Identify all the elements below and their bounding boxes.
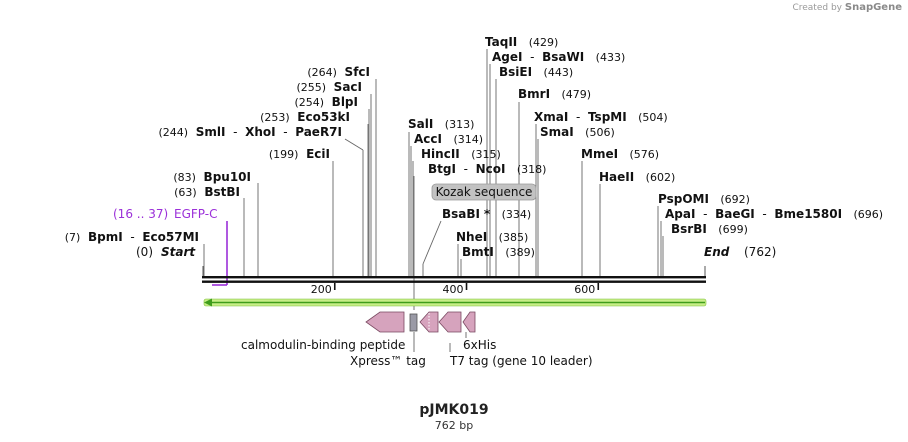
credit-text: Created by	[792, 3, 842, 13]
feature-label: Xpress™ tag	[350, 354, 426, 368]
plasmid-name: pJMK019	[419, 402, 489, 418]
kozak-text: Kozak sequence	[436, 185, 533, 199]
site-label: (199) EciI	[269, 147, 330, 161]
egfp-c-label: EGFP-C	[174, 207, 217, 221]
site-label: TaqII (429)	[485, 35, 558, 49]
site-label: (254) BlpI	[294, 95, 358, 109]
axis-tick-label: 600	[574, 283, 595, 296]
6xhis-arrow-b	[462, 311, 476, 333]
site-label: BsiEI (443)	[499, 65, 573, 79]
site-label: BsrBI (699)	[671, 222, 748, 236]
site-label: NheI (385)	[456, 230, 528, 244]
feature-arrows	[365, 311, 476, 333]
site-label: (255) SacI	[296, 80, 362, 94]
start-position: (0)	[136, 245, 153, 259]
leader-line	[422, 220, 442, 265]
feature-label: T7 tag (gene 10 leader)	[449, 354, 593, 368]
site-label: (253) Eco53kI	[260, 110, 350, 124]
site-label: HincII (315)	[421, 147, 501, 161]
axis-tick-label: 400	[443, 283, 464, 296]
site-label: MmeI (576)	[581, 147, 659, 161]
site-label: BmtI (389)	[462, 245, 535, 259]
feature-label: 6xHis	[463, 338, 496, 352]
leader-line	[344, 138, 364, 151]
site-label: SmaI (506)	[540, 125, 615, 139]
site-label: BtgI - NcoI (318)	[428, 162, 546, 176]
end-position: (762)	[744, 245, 776, 259]
egfp-c-range: (16 .. 37)	[113, 207, 168, 221]
site-label: AccI (314)	[414, 132, 483, 146]
site-label: (83) Bpu10I	[173, 170, 251, 184]
credit: Created by SnapGene	[792, 2, 902, 13]
site-label: (244) SmlI - XhoI - PaeR7I	[159, 125, 343, 139]
site-label: ApaI - BaeGI - Bme1580I (696)	[665, 207, 883, 221]
calmodulin-binding-peptide-arrow	[365, 311, 405, 333]
site-label: XmaI - TspMI (504)	[534, 110, 668, 124]
site-label: (63) BstBI	[174, 185, 240, 199]
6xhis-arrow-a	[438, 311, 462, 333]
orf-arrow	[203, 298, 707, 307]
dna-backbone	[202, 276, 706, 283]
site-label: HaeII (602)	[599, 170, 675, 184]
start-label: Start	[161, 245, 196, 259]
xpress-tag-box	[409, 313, 418, 332]
site-label: SalI (313)	[408, 117, 474, 131]
site-label: PspOMI (692)	[658, 192, 750, 206]
plasmid-size: 762 bp	[434, 419, 474, 432]
feature-label: calmodulin-binding peptide	[241, 338, 405, 352]
kozak-sequence-label: Kozak sequence	[431, 183, 537, 201]
site-label: (264) SfcI	[307, 65, 370, 79]
axis-tick-label: 200	[311, 283, 332, 296]
end-label: End	[704, 245, 730, 259]
snapgene-logo: SnapGene	[844, 2, 902, 13]
site-label: AgeI - BsaWI (433)	[492, 50, 625, 64]
egfp-c-feature	[212, 221, 228, 286]
site-label: BsaBI * (334)	[442, 207, 531, 221]
site-label: BmrI (479)	[518, 87, 591, 101]
site-label: (7) BpmI - Eco57MI	[65, 230, 199, 244]
